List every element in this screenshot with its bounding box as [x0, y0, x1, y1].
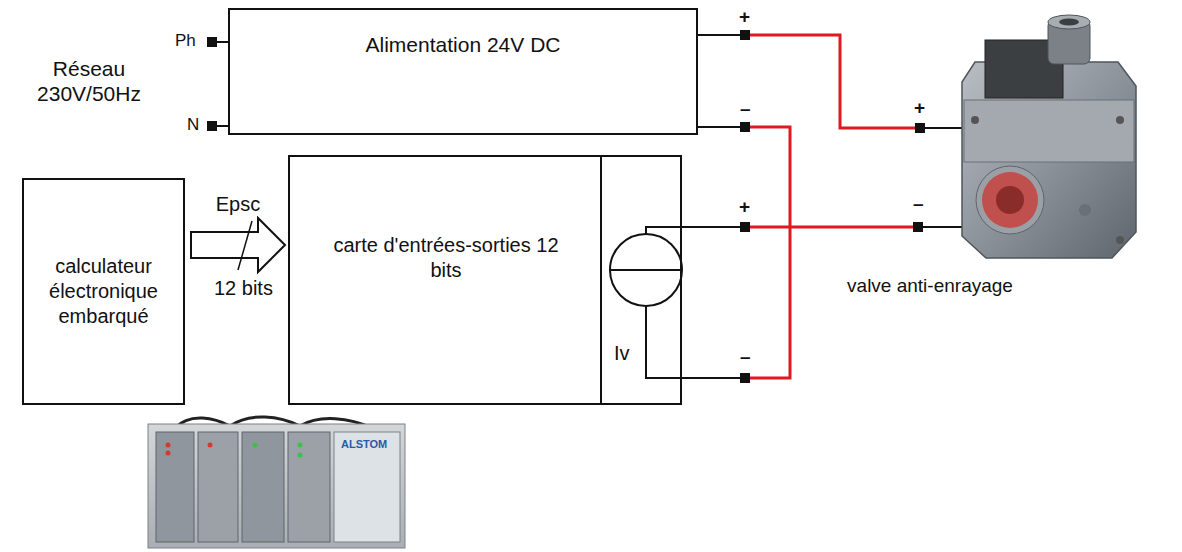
source-circle: [610, 234, 682, 306]
current-label: Iv: [614, 341, 630, 366]
polarity-mark: +: [739, 6, 750, 29]
pin-name: Ph: [175, 31, 196, 51]
polarity-mark: –: [740, 98, 751, 121]
data-bus-arrow: [191, 218, 285, 272]
source-wire: [646, 227, 682, 234]
terminal: [915, 123, 925, 133]
mains-label: Réseau 230V/50Hz: [24, 56, 154, 106]
valve-port-red: [982, 172, 1038, 228]
neutral-wire: [217, 125, 228, 127]
power-wire: [682, 227, 948, 228]
source-wire: [646, 306, 682, 378]
pin-name: N: [187, 115, 199, 135]
red-wire: [745, 35, 920, 128]
power-wire: [698, 35, 948, 128]
box-label: calculateur électronique embarqué: [30, 254, 177, 329]
brand-logo: ALSTOM: [341, 438, 387, 451]
valve-bolt: [1116, 116, 1124, 124]
rack-module: [288, 432, 330, 542]
valve-bolt: [971, 116, 979, 124]
current-source-symbol: [610, 227, 682, 378]
red-wire: [745, 226, 918, 229]
rack-led: [253, 443, 258, 448]
rack-module: [242, 432, 284, 542]
valve-port: [1059, 19, 1079, 26]
mains-wires: [217, 42, 228, 126]
rack-module: [198, 432, 238, 542]
rack-module: [156, 432, 194, 542]
wire-stub: [682, 226, 745, 228]
red-wire: [745, 127, 790, 378]
valve-bolt: [1116, 236, 1124, 244]
rack-led: [208, 443, 213, 448]
source-bar: [610, 269, 682, 271]
terminal: [207, 37, 217, 47]
io-card-box: carte d'entrées-sorties 12 bitsIv: [288, 155, 682, 405]
computer-box: calculateur électronique embarqué: [22, 178, 185, 405]
wire-stub: [698, 126, 745, 128]
phase-wire: [217, 41, 228, 43]
current-source-section: Iv: [600, 155, 682, 405]
rack-led: [298, 453, 303, 458]
box-label: carte d'entrées-sorties 12 bits: [332, 233, 560, 283]
box-label: Alimentation 24V DC: [230, 32, 696, 58]
valve-illustration: [948, 15, 1136, 258]
valve-band: [964, 100, 1134, 162]
terminal: [740, 222, 750, 232]
valve-node: valve anti-enrayage: [948, 12, 1148, 262]
rack-led: [166, 451, 171, 456]
rack-panel: [334, 432, 400, 542]
valve-ring: [976, 166, 1044, 234]
valve-fitting-top: [1048, 15, 1090, 29]
terminal: [740, 373, 750, 383]
wire-stub: [698, 34, 745, 36]
terminal: [740, 122, 750, 132]
hollow-arrow: [191, 218, 285, 272]
wire-stub: [682, 377, 745, 379]
rack-led: [298, 443, 303, 448]
terminals: [207, 30, 925, 383]
terminal: [913, 222, 923, 232]
polarity-mark: +: [739, 196, 750, 219]
polarity-mark: +: [914, 97, 925, 120]
polarity-mark: –: [913, 193, 924, 216]
valve-port-inner: [996, 186, 1024, 214]
power-supply-box: Alimentation 24V DC: [228, 8, 698, 135]
rack-led: [166, 443, 171, 448]
terminal: [740, 30, 750, 40]
valve-bolt: [1079, 204, 1091, 216]
terminal: [207, 121, 217, 131]
power-wire: [682, 127, 790, 378]
signal-name: Epsc: [214, 192, 262, 216]
polarity-mark: –: [740, 346, 751, 369]
bus-width-slash: [238, 221, 252, 270]
rack-frame: [148, 424, 405, 548]
signal-width: 12 bits: [214, 276, 273, 300]
rack-photo: [148, 417, 405, 548]
valve-caption: valve anti-enrayage: [780, 274, 1080, 298]
